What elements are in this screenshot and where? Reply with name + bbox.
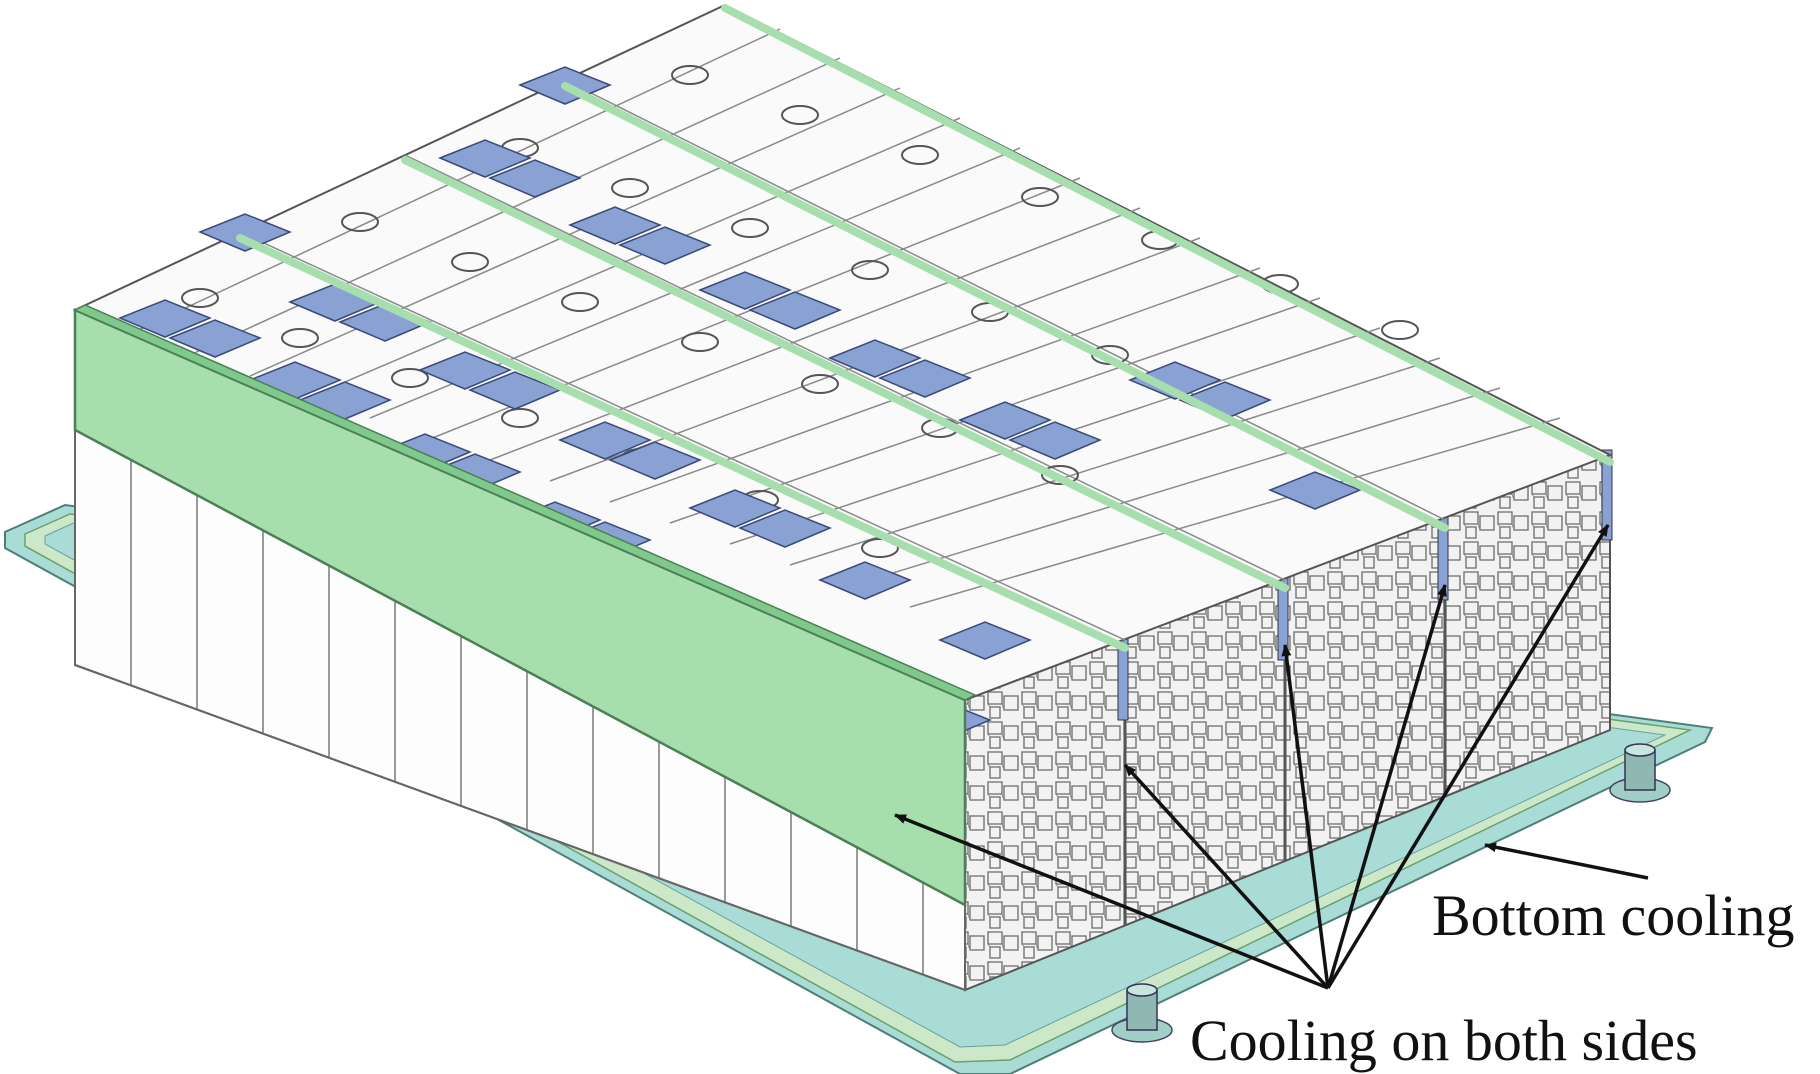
partition-rails [236, 4, 1614, 652]
bottom-cooling-label: Bottom cooling [1432, 883, 1795, 948]
arrow-icon [894, 813, 1329, 990]
arrow-icon [1281, 644, 1330, 989]
mounting-bolt-front [1111, 983, 1173, 1043]
callout-arrows [894, 524, 1649, 990]
arrow-icon [1484, 842, 1649, 880]
side-cooling-plate [73, 304, 977, 908]
mounting-bolt-right [1609, 743, 1671, 803]
arrow-icon [1326, 524, 1610, 989]
side-cooling-label: Cooling on both sides [1190, 1008, 1698, 1073]
arrow-icon [1123, 763, 1330, 990]
arrow-icon [1326, 584, 1447, 989]
